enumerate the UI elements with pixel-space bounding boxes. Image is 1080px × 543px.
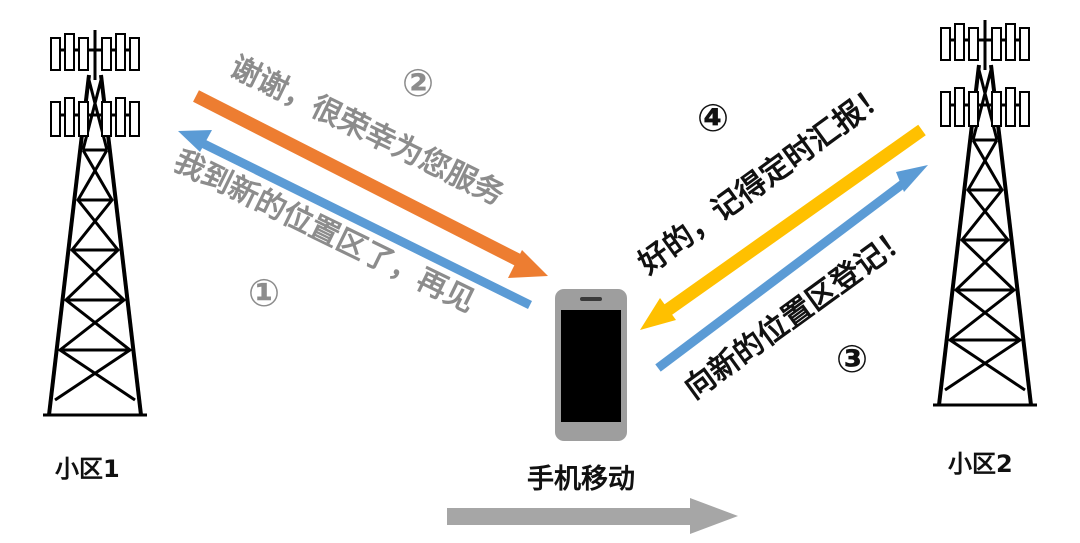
arrow-2-orange — [193, 90, 548, 278]
cell-2-label: 小区2 — [948, 450, 1013, 478]
phone-label: 手机移动 — [527, 464, 635, 495]
step-3-number: ③ — [836, 337, 868, 381]
tower-2-icon — [931, 18, 1039, 407]
arrow-1-blue — [178, 130, 532, 310]
phone-icon — [555, 289, 627, 441]
step-4-number: ④ — [697, 96, 729, 140]
movement-arrow — [447, 498, 738, 534]
arrow-4-yellow — [640, 124, 926, 330]
step-1-number: ① — [248, 271, 280, 315]
arrow-3-blue — [655, 165, 928, 372]
step-2-number: ② — [402, 61, 434, 105]
tower-1-icon — [41, 28, 149, 417]
cell-1-label: 小区1 — [55, 455, 120, 483]
message-3-text: 向新的位置区登记！ — [678, 219, 917, 406]
